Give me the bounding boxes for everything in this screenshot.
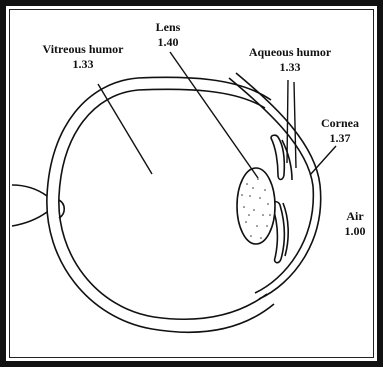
label-aqueous-name: Aqueous humor [238, 45, 342, 60]
label-cornea-index: 1.37 [312, 131, 368, 146]
label-lens-index: 1.40 [148, 35, 188, 50]
sclera-inner [59, 89, 267, 319]
label-air: Air 1.00 [337, 209, 373, 239]
label-air-name: Air [337, 209, 373, 224]
optic-nerve-lower [12, 212, 47, 226]
leader-aqueous-right [294, 82, 296, 168]
label-cornea: Cornea 1.37 [312, 116, 368, 146]
label-vitreous: Vitreous humor 1.33 [29, 42, 137, 72]
label-aqueous: Aqueous humor 1.33 [238, 45, 342, 75]
label-vitreous-name: Vitreous humor [29, 42, 137, 57]
label-lens-name: Lens [148, 20, 188, 35]
label-air-index: 1.00 [337, 224, 373, 239]
leader-aqueous-left [287, 80, 288, 163]
label-cornea-name: Cornea [312, 116, 368, 131]
optic-nerve-upper [12, 185, 47, 196]
label-lens: Lens 1.40 [148, 20, 188, 50]
label-aqueous-index: 1.33 [238, 60, 342, 75]
label-vitreous-index: 1.33 [29, 57, 137, 72]
lens-body [237, 168, 275, 244]
leader-vitreous [98, 84, 152, 174]
